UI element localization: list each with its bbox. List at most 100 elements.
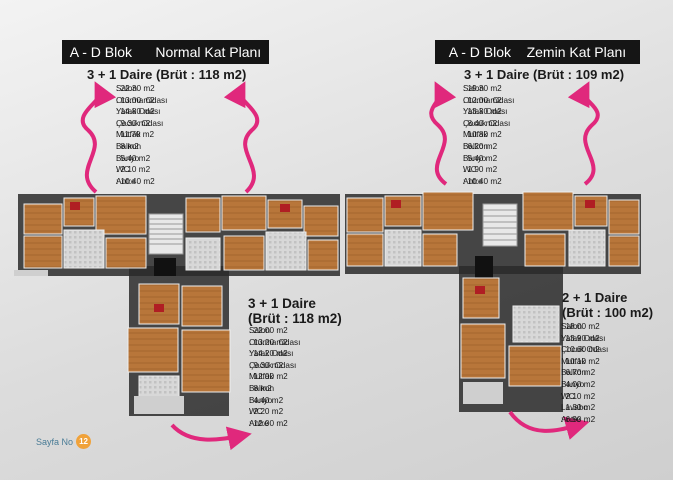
left-block-name: A - D Blok (69, 44, 133, 60)
spec-row: Salon: 22.30 m2 (116, 84, 155, 93)
spec-room-area: : 9.30 m2 (116, 118, 151, 128)
spec-room-area: : 18.00 m2 (561, 322, 600, 331)
left-floor-plan (14, 194, 340, 416)
page-footer: Sayfa No 12 (36, 434, 92, 449)
left-plan-name: Normal Kat Planı (155, 44, 262, 60)
page-number-badge: 12 (76, 434, 92, 449)
spec-row: WC: 2.20 m2 (249, 407, 284, 417)
spec-room-area: : 13.30 m2 (463, 107, 502, 117)
spec-room-area: : 19.30 m2 (463, 84, 502, 93)
spec-row: Banyo: 5.40 m2 (463, 153, 498, 163)
spec-row: WC: 2.10 m2 (116, 165, 151, 175)
spec-row: Mutfak: 12.00 m2 (249, 372, 288, 382)
spec-room-area: : 2.10 m2 (116, 165, 151, 175)
spec-row: Çocuk Odası: 8.40 m2 (463, 118, 511, 128)
spec-room-area: : 13.90 m2 (561, 333, 600, 343)
spec-room-area: : 12.00 m2 (249, 418, 288, 428)
spec-row: WC: 1.90 m2 (463, 165, 498, 175)
right-top-heading: 3 + 1 Daire (Brüt : 109 m2) (464, 67, 625, 82)
spec-row: Çocuk Odası: 10.60 m2 (561, 345, 609, 355)
spec-row: Antre: 10.40 m2 (463, 176, 502, 186)
arrow-right-2 (567, 81, 600, 186)
spec-room-area: : 22.00 m2 (249, 326, 288, 335)
spec-row: Antre: 10.40 m2 (116, 176, 155, 186)
spec-room-area: : 13.20 m2 (249, 337, 288, 347)
left-title-bar: A - D Blok Normal Kat Planı (62, 40, 269, 64)
spec-row: Banyo: 5.40 m2 (116, 153, 151, 163)
arrow-left-2 (223, 81, 260, 194)
arrow-right-bottom (508, 410, 590, 440)
right-plan-name: Zemin Kat Planı (526, 44, 627, 60)
left-top-heading: 3 + 1 Daire (Brüt : 118 m2) (87, 67, 247, 82)
spec-room-area: : 10.60 m2 (561, 345, 600, 355)
spec-room-area: : 6.90 m2 (561, 414, 596, 424)
spec-row: Oturma Odası: 12.00 m2 (463, 95, 515, 105)
arrow-left-1 (80, 81, 117, 194)
spec-row: Antre: 6.90 m2 (561, 414, 596, 424)
spec-room-area: : 6.70 m2 (561, 368, 596, 378)
spec-row: WC: 2.10 m2 (561, 391, 596, 401)
right-bottom-heading-line2: (Brüt : 100 m2) (562, 305, 654, 320)
left-bottom-heading: 3 + 1 Daire (Brüt : 118 m2) (248, 296, 342, 326)
page-label: Sayfa No (36, 436, 74, 447)
spec-room-area: : 11.70 m2 (116, 130, 155, 140)
spec-row: Balkon: 8 m2 (249, 383, 275, 393)
spec-row: Mutfak: 10.80 m2 (463, 130, 502, 140)
spec-room-area: : 8 m2 (249, 383, 272, 393)
spec-row: Çocuk Odası: 9.30 m2 (249, 360, 297, 370)
spec-row: Yatak Odası: 13.90 m2 (561, 333, 606, 343)
spec-room-area: : 12.00 m2 (463, 95, 502, 105)
spec-row: Salon: 19.30 m2 (463, 84, 502, 93)
spec-room-area: : 5.40 m2 (463, 153, 498, 163)
spec-room-area: : 6.20 m2 (463, 141, 498, 151)
spec-row: Antre: 12.00 m2 (249, 418, 288, 428)
right-title-bar: A - D Blok Zemin Kat Planı (435, 40, 640, 64)
spec-row: Salon: 18.00 m2 (561, 322, 600, 331)
spec-row: Mutfak: 10.10 m2 (561, 356, 600, 366)
spec-room-area: : 12.00 m2 (249, 372, 288, 382)
spec-row: Mutfak: 11.70 m2 (116, 130, 155, 140)
spec-room-area: : 14.20 m2 (249, 349, 288, 359)
spec-row: Yatak Odası: 14.20 m2 (249, 349, 294, 359)
spec-row: Oturma Odası: 13.20 m2 (249, 337, 301, 347)
spec-row: Çocuk Odası: 9.30 m2 (116, 118, 164, 128)
spec-row: Oturma Odası: 13.00 m2 (116, 95, 168, 105)
spec-room-area: : 8.40 m2 (463, 118, 498, 128)
left-bottom-heading-line2: (Brüt : 118 m2) (248, 311, 342, 326)
spec-row: Banyo: 4.00 m2 (561, 379, 596, 389)
spec-room-area: : 2.20 m2 (249, 407, 284, 417)
spec-row: Lavabo: 1.30 m2 (561, 403, 596, 413)
spec-room-area: : 2.10 m2 (561, 391, 596, 401)
spec-room-area: : 10.80 m2 (463, 130, 502, 140)
right-bottom-heading: 2 + 1 Daire (Brüt : 100 m2) (562, 290, 653, 320)
spec-room-area: : 8 m2 (116, 141, 139, 151)
spec-room-area: : 10.10 m2 (561, 356, 600, 366)
spec-room-area: : 1.30 m2 (561, 403, 596, 413)
spec-room-area: : 4.40 m2 (249, 395, 284, 405)
spec-room-area: : 22.30 m2 (116, 84, 155, 93)
spec-row: Balkon: 6.70 m2 (561, 368, 596, 378)
spec-room-area: : 10.40 m2 (463, 176, 502, 186)
spec-room-area: : 9.30 m2 (249, 360, 284, 370)
right-bottom-spec-list: Salon: 18.00 m2 Yatak Odası: 13.90 m2 Çocu… (561, 321, 609, 425)
spec-room-area: : 4.00 m2 (561, 379, 596, 389)
spec-row: Yatak Odası: 14.80 m2 (116, 107, 161, 117)
right-floor-plan (345, 191, 641, 412)
right-block-name: A - D Blok (448, 44, 512, 60)
spec-row: Balkon: 8 m2 (116, 141, 142, 151)
left-bottom-spec-list: Salon: 22.00 m2 Oturma Odası: 13.20 m2 Yat… (249, 325, 301, 429)
spec-row: Salon: 22.00 m2 (249, 326, 288, 335)
spec-room-area: : 5.40 m2 (116, 153, 151, 163)
spec-room-area: : 1.90 m2 (463, 165, 498, 175)
right-bottom-heading-line1: 2 + 1 Daire (562, 290, 628, 305)
spec-row: Banyo: 4.40 m2 (249, 395, 284, 405)
left-bottom-heading-line1: 3 + 1 Daire (248, 296, 316, 311)
arrow-right-1 (429, 81, 457, 186)
spec-room-area: : 14.80 m2 (116, 107, 155, 117)
spec-room-area: : 10.40 m2 (116, 176, 155, 186)
right-top-spec-list: Salon: 19.30 m2 Oturma Odası: 12.00 m2 Yat… (463, 83, 515, 187)
spec-row: Balkon: 6.20 m2 (463, 141, 498, 151)
spec-row: Yatak Odası: 13.30 m2 (463, 107, 508, 117)
left-top-spec-list: Salon: 22.30 m2 Oturma Odası: 13.00 m2 Yat… (116, 83, 168, 187)
